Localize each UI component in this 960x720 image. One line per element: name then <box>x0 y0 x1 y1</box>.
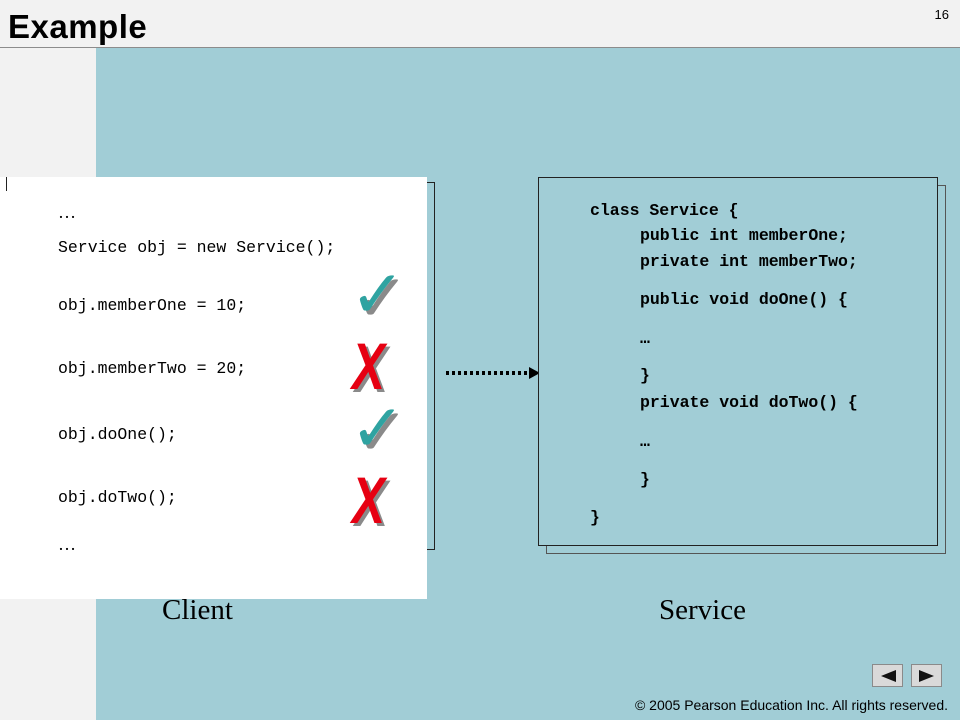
next-slide-button[interactable] <box>911 664 942 687</box>
cross-mark-icon: X <box>352 463 386 537</box>
dotted-arrow-icon <box>446 367 540 379</box>
service-code-line: public int memberOne; <box>640 226 848 245</box>
client-code-line: Service obj = new Service(); <box>58 238 336 257</box>
client-code-line: … <box>58 202 76 222</box>
service-code-line: class Service { <box>590 201 739 220</box>
client-code-line: obj.doTwo(); <box>58 488 177 507</box>
previous-slide-button[interactable] <box>872 664 903 687</box>
service-code-line: private int memberTwo; <box>640 252 858 271</box>
service-code-line: … <box>640 432 650 451</box>
copyright-text: © 2005 Pearson Education Inc. All rights… <box>634 697 948 713</box>
client-panel-shadow <box>424 182 435 550</box>
check-mark-icon: ✓ <box>350 390 406 467</box>
cross-mark-icon: X <box>352 329 386 403</box>
service-caption: Service <box>659 594 746 626</box>
slide-number: 16 <box>934 7 949 22</box>
check-mark-icon: ✓ <box>350 256 406 333</box>
service-code-line: } <box>590 508 600 527</box>
slide-header: Example 16 <box>0 0 960 48</box>
service-code-line: private void doTwo() { <box>640 393 858 412</box>
service-code-line: } <box>640 470 650 489</box>
slide-title: Example <box>8 8 148 45</box>
client-code-line: obj.memberOne = 10; <box>58 296 247 315</box>
client-caption: Client <box>162 594 233 626</box>
client-code-line: obj.memberTwo = 20; <box>58 359 247 378</box>
service-code-line: public void doOne() { <box>640 290 848 309</box>
client-code-panel: … Service obj = new Service(); obj.membe… <box>0 177 427 599</box>
triangle-left-icon <box>880 669 896 682</box>
client-code-line: obj.doOne(); <box>58 425 177 444</box>
service-code-panel: class Service { public int memberOne; pr… <box>538 177 938 546</box>
triangle-right-icon <box>918 669 934 682</box>
client-panel-edge <box>6 177 7 191</box>
service-code-line: } <box>640 366 650 385</box>
client-code-line: … <box>58 534 76 554</box>
service-code-line: … <box>640 329 650 348</box>
